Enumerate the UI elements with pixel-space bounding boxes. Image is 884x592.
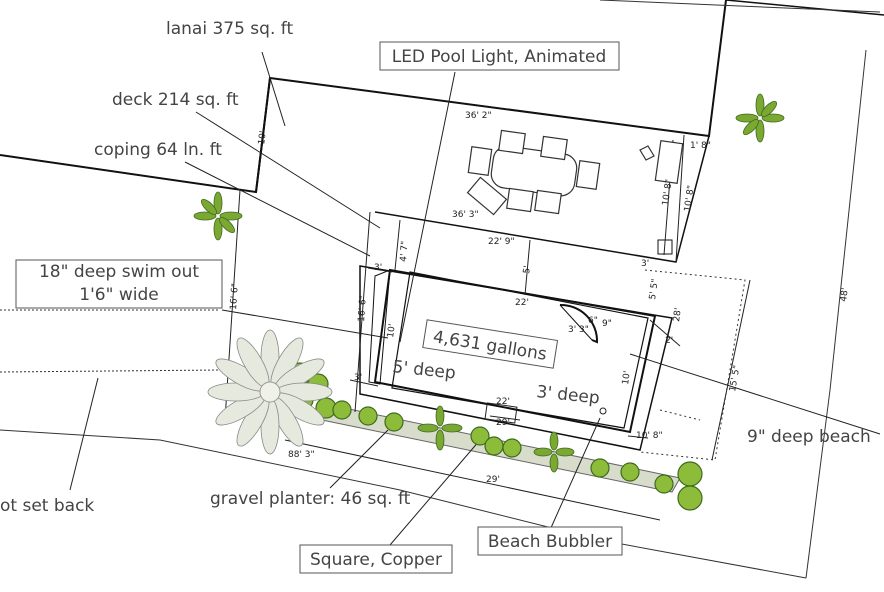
- gallons-label: 4,631 gallons: [422, 319, 559, 369]
- star-plant-icon: [735, 93, 785, 143]
- round-shrub-icon: [677, 485, 703, 511]
- dim-22-9: 22' 9": [488, 237, 515, 247]
- star-plant-icon: [533, 431, 575, 473]
- led-light-label: LED Pool Light, Animated: [392, 47, 607, 67]
- dim-16-6-b: 16' 6": [357, 295, 369, 322]
- dim-3-left: 3': [354, 373, 362, 383]
- round-shrub-icon: [484, 436, 504, 456]
- dim-36-2: 36' 2": [465, 111, 492, 121]
- star-plant-icon: [193, 191, 243, 241]
- beach-callout: 9" deep beach: [747, 427, 871, 447]
- dim-1-8: 1' 8": [690, 141, 711, 151]
- table-chairs-icon: [467, 129, 601, 215]
- palm-tree-icon: [207, 329, 333, 455]
- dimension-lines: [224, 134, 751, 521]
- bubbler-fixture: [484, 402, 607, 424]
- star-plant-icon: [417, 405, 463, 451]
- dim-10-pool-right: 10': [621, 370, 633, 385]
- dim-3-top: 3': [374, 263, 382, 273]
- round-shrub-icon: [654, 474, 674, 494]
- led-light-callout: LED Pool Light, Animated: [379, 41, 620, 71]
- coping-callout: coping 64 ln. ft: [94, 140, 222, 160]
- dim-16-6-a: 16' 6": [229, 283, 241, 310]
- dim-29-pool: 29': [496, 418, 510, 428]
- round-shrub-icon: [620, 462, 640, 482]
- dim-3-3: 3' 3": [568, 325, 589, 335]
- deck-callout: deck 214 sq. ft: [112, 90, 239, 110]
- round-shrub-icon: [502, 438, 522, 458]
- gallons-text: 4,631 gallons: [432, 327, 549, 365]
- dim-5: 5': [522, 265, 533, 275]
- dim-10-lanai: 10': [257, 130, 269, 145]
- dim-6: 6": [588, 316, 598, 326]
- dim-10-8-b: 10' 8": [683, 185, 697, 213]
- swim-out-line2: 1'6" wide: [79, 285, 158, 305]
- round-shrub-icon: [590, 458, 610, 478]
- deep5-label: 5' deep: [391, 357, 456, 384]
- dim-2: 2': [665, 336, 673, 346]
- dim-29-site: 29': [486, 475, 500, 485]
- dim-22-top: 22': [515, 298, 529, 308]
- dim-28: 28': [672, 307, 684, 322]
- round-shrub-icon: [384, 412, 404, 432]
- dim-48: 48': [839, 287, 851, 302]
- dim-10-8-a: 10' 8": [661, 179, 675, 207]
- grill-icon: [639, 139, 684, 185]
- setback-callout: ot set back: [0, 496, 94, 516]
- lanai-callout: lanai 375 sq. ft: [166, 19, 293, 39]
- deep3-label: 3' deep: [535, 382, 600, 409]
- square-copper-label: Square, Copper: [310, 550, 442, 570]
- dim-10-8-c: 10' 8": [636, 431, 663, 441]
- swim-out-arc: [559, 303, 599, 344]
- bubbler-callout: Beach Bubbler: [477, 526, 623, 556]
- dim-88-3: 88' 3": [288, 450, 315, 460]
- round-shrub-icon: [358, 406, 378, 426]
- round-shrub-icon: [470, 426, 490, 446]
- dim-10-pool-left: 10': [386, 323, 398, 338]
- swim-out-callout: 18" deep swim out 1'6" wide: [15, 259, 223, 309]
- dim-15-5: 15' 5": [728, 365, 742, 393]
- property-lines: [0, 0, 881, 579]
- leader-lines: [69, 51, 881, 546]
- dim-9: 9": [602, 319, 612, 329]
- dim-36-3: 36' 3": [452, 210, 479, 220]
- square-copper-callout: Square, Copper: [299, 544, 453, 574]
- swim-out-line1: 18" deep swim out: [39, 262, 199, 282]
- dim-22-bottom: 22': [496, 397, 510, 407]
- pool-outline: [368, 268, 657, 434]
- dim-5-5: 5' 5": [648, 278, 661, 300]
- dim-4-7: 4' 7": [399, 241, 410, 263]
- beach-dashed: [639, 269, 746, 461]
- gravel-callout: gravel planter: 46 sq. ft: [210, 489, 411, 509]
- dim-3-deck: 3': [641, 259, 649, 269]
- lounge-chair-icon: [466, 176, 508, 216]
- round-shrub-icon: [677, 461, 703, 487]
- bubbler-label: Beach Bubbler: [488, 532, 612, 552]
- round-shrub-icon: [332, 400, 352, 420]
